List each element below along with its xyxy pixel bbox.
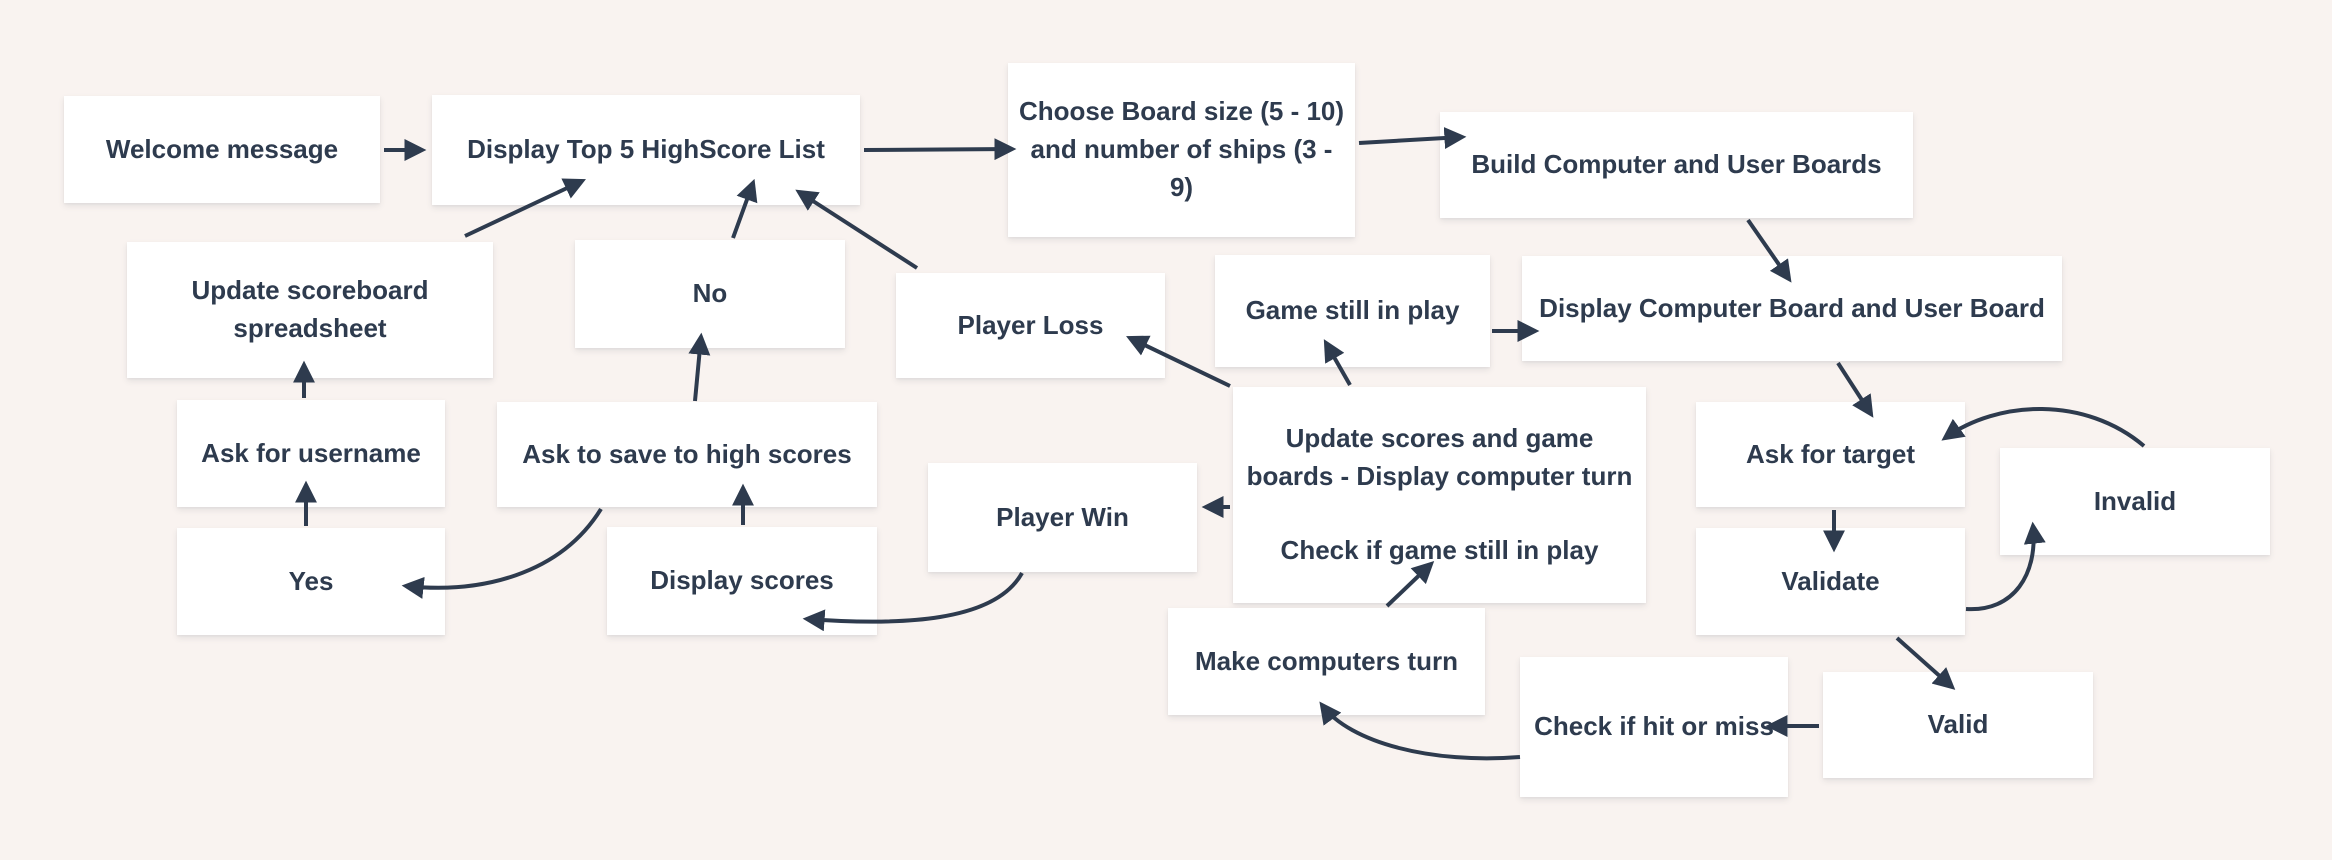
node-validate[interactable]: Validate — [1696, 528, 1965, 635]
node-label: Check if hit or miss — [1534, 711, 1774, 742]
node-label: Validate — [1781, 565, 1880, 596]
node-label: Make computers turn — [1195, 645, 1458, 676]
node-label: Invalid — [2093, 485, 2177, 516]
node-label: Display scores — [650, 565, 834, 596]
node-yes[interactable]: Yes — [177, 528, 445, 635]
node-no[interactable]: No — [575, 240, 845, 348]
node-label-secondary: Check if game still in play — [1280, 534, 1599, 565]
node-display-boards[interactable]: Display Computer Board and User Board — [1522, 256, 2062, 361]
node-valid[interactable]: Valid — [1823, 672, 2093, 778]
node-make-computers-turn[interactable]: Make computers turn — [1168, 608, 1485, 715]
node-label: Valid — [1927, 709, 1989, 740]
node-label: Display Computer Board and User Board — [1539, 292, 2045, 323]
node-update-scoreboard[interactable]: Update scoreboard spreadsheet — [127, 242, 493, 378]
node-label: Update scoreboard spreadsheet — [191, 275, 429, 343]
node-label: Build Computer and User Boards — [1471, 149, 1882, 180]
arrow-invalid-to-ask-target — [1941, 407, 2146, 448]
node-label: Player Win — [996, 501, 1129, 532]
node-label: Ask for username — [201, 437, 421, 468]
node-label: No — [692, 278, 728, 309]
node-build-boards[interactable]: Build Computer and User Boards — [1440, 112, 1913, 218]
node-update-scores[interactable]: Update scores and game boards - Display … — [1233, 387, 1646, 603]
node-choose-board[interactable]: Choose Board size (5 - 10) and number of… — [1008, 63, 1355, 237]
node-player-win[interactable]: Player Win — [928, 463, 1197, 572]
node-check-hit-miss[interactable]: Check if hit or miss — [1520, 657, 1788, 797]
node-display-scores[interactable]: Display scores — [607, 527, 877, 635]
node-ask-target[interactable]: Ask for target — [1696, 402, 1965, 507]
node-ask-save[interactable]: Ask to save to high scores — [497, 402, 877, 507]
node-label: Ask to save to high scores — [522, 438, 852, 469]
node-label: Game still in play — [1245, 295, 1460, 326]
node-label: Player Loss — [957, 309, 1104, 340]
node-label: Ask for target — [1745, 438, 1916, 469]
node-label: Welcome message — [105, 133, 339, 164]
node-invalid[interactable]: Invalid — [2000, 448, 2270, 555]
node-label: Display Top 5 HighScore List — [467, 134, 825, 165]
node-label: Yes — [288, 565, 334, 596]
node-label: Choose Board size (5 - 10) and number of… — [1018, 96, 1345, 202]
arrow-top5-to-choose-board — [863, 138, 1017, 161]
node-player-loss[interactable]: Player Loss — [896, 273, 1165, 378]
node-welcome[interactable]: Welcome message — [64, 96, 380, 203]
node-label: Update scores and game boards - Display … — [1246, 423, 1633, 492]
node-top5[interactable]: Display Top 5 HighScore List — [432, 95, 860, 205]
node-ask-username[interactable]: Ask for username — [177, 400, 445, 507]
node-game-still-in-play[interactable]: Game still in play — [1215, 255, 1490, 367]
